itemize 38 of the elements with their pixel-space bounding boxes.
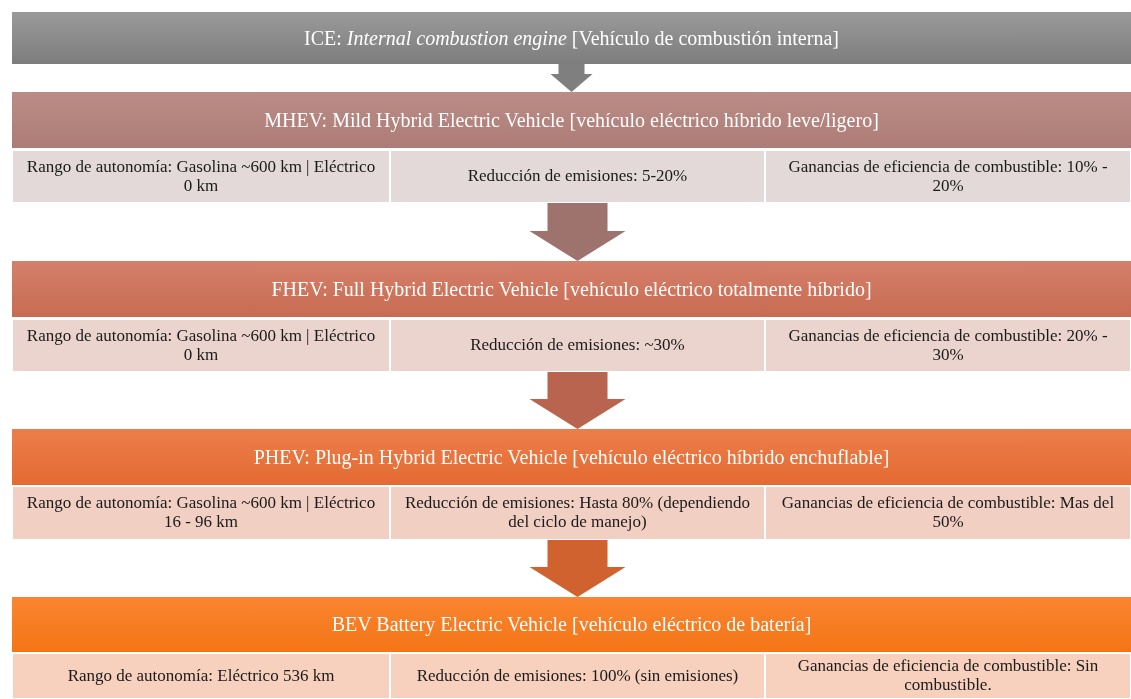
stage-detail-cell bbox=[12, 319, 390, 372]
arrow bbox=[529, 372, 626, 429]
stage-detail-cell bbox=[390, 653, 765, 699]
stage-detail-cell bbox=[390, 486, 765, 540]
stage-detail-cell bbox=[765, 150, 1131, 203]
stage-metric-text: Reducción de emisiones: Hasta 80% (dependiendo del ciclo de manejo) bbox=[403, 494, 752, 532]
stage-detail-cell bbox=[390, 150, 765, 203]
stage-detail-cell bbox=[12, 150, 390, 203]
arrow bbox=[550, 64, 593, 92]
stage-header bbox=[12, 597, 1131, 652]
stage-metric-text: Ganancias de eficiencia de combustible: 10% - 20% bbox=[787, 157, 1109, 196]
stage-title: ICE: Internal combustion engine [Vehículo de combustión interna] bbox=[304, 25, 839, 51]
stage-metric-text: Rango de autonomía: Gasolina ~600 km | Eléctrico 0 km bbox=[25, 157, 377, 196]
stage-detail-cell bbox=[12, 653, 390, 699]
stage-metric-text: Rango de autonomía: Gasolina ~600 km | Eléctrico 0 km bbox=[25, 326, 377, 365]
stage-metric-text: Reducción de emisiones: 100% (sin emisiones) bbox=[416, 666, 739, 686]
stage-title: PHEV: Plug-in Hybrid Electric Vehicle [vehículo eléctrico híbrido enchuflable] bbox=[253, 444, 890, 470]
arrow bbox=[529, 203, 626, 261]
stage-metric-text: Reducción de emisiones: ~30% bbox=[470, 336, 685, 355]
stage-metric-text: Rango de autonomía: Eléctrico 536 km bbox=[67, 666, 335, 686]
stage-metric-text: Ganancias de eficiencia de combustible: 20% - 30% bbox=[787, 326, 1109, 365]
stage-metric-text: Reducción de emisiones: 5-20% bbox=[467, 167, 688, 186]
stage-detail-cell bbox=[765, 486, 1131, 540]
stage-detail-cell bbox=[765, 653, 1131, 699]
stage-title: BEV Battery Electric Vehicle [vehículo eléctrico de batería] bbox=[331, 612, 812, 637]
stage-metric-text: Rango de autonomía: Gasolina ~600 km | Eléctrico 16 - 96 km bbox=[25, 494, 377, 532]
stage-detail-cell bbox=[390, 319, 765, 372]
stage-title: MHEV: Mild Hybrid Electric Vehicle [vehículo eléctrico híbrido leve/ligero] bbox=[264, 107, 879, 133]
stage-detail-cell bbox=[765, 319, 1131, 372]
stage-title: FHEV: Full Hybrid Electric Vehicle [vehículo eléctrico totalmente híbrido] bbox=[271, 276, 872, 302]
stage-metric-text: Ganancias de eficiencia de combustible: Mas del 50% bbox=[780, 494, 1116, 532]
stage-header bbox=[12, 429, 1131, 485]
stage-header bbox=[12, 92, 1131, 148]
arrow bbox=[529, 540, 626, 597]
stage-metric-text: Ganancias de eficiencia de combustible: Sin combustible. bbox=[796, 657, 1100, 695]
stage-header bbox=[12, 12, 1131, 64]
stage-detail-cell bbox=[12, 486, 390, 540]
stage-header bbox=[12, 261, 1131, 317]
